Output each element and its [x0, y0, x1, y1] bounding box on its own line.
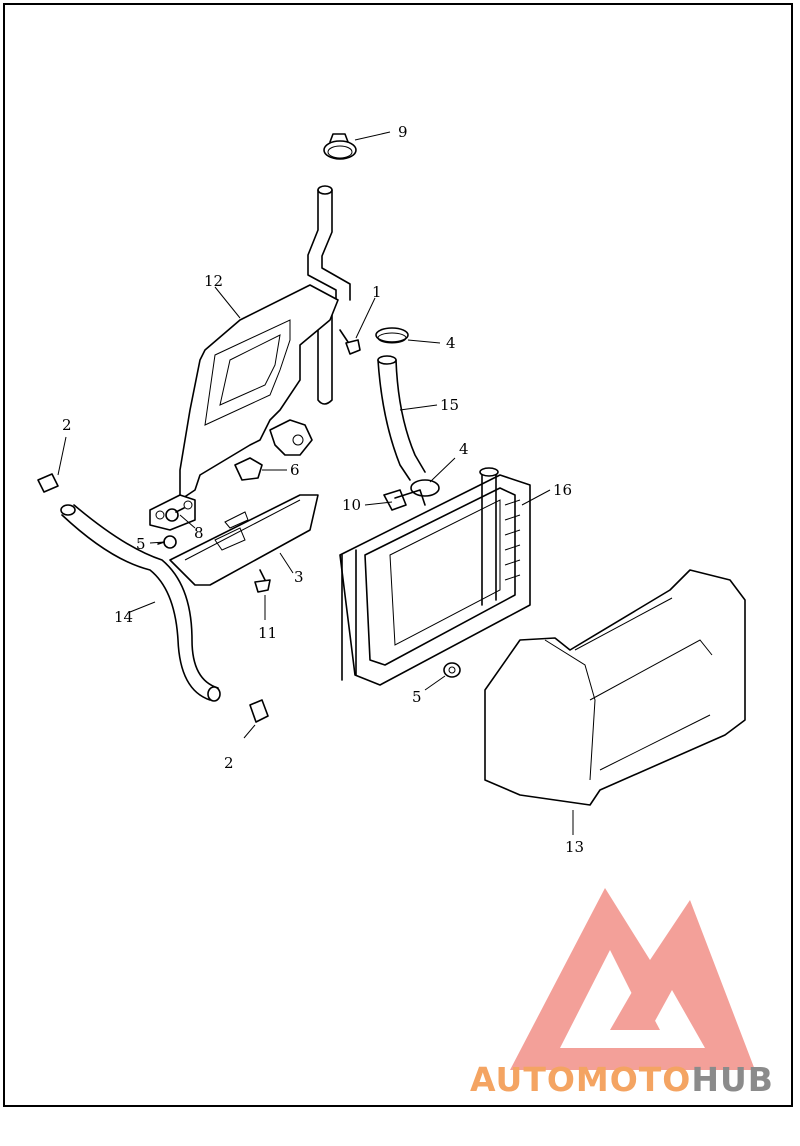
callout-8: 8 [194, 524, 204, 542]
callout-2-bottom: 2 [224, 754, 234, 772]
part-16-radiator [339, 467, 531, 686]
callout-4-bottom: 4 [459, 440, 469, 458]
watermark-auto: AUTO [470, 1060, 576, 1099]
part-13-cover [484, 569, 746, 806]
watermark-moto: MOTO [575, 1060, 692, 1099]
callout-4-top: 4 [446, 334, 456, 352]
callout-labels: 9 1 12 4 15 4 10 16 6 8 5 3 11 2 14 2 5 … [62, 123, 584, 856]
watermark-hub: HUB [691, 1060, 774, 1099]
callout-11: 11 [258, 624, 277, 642]
callout-6: 6 [290, 461, 300, 479]
part-1-bolt [339, 329, 361, 355]
part-4-clamp-bottom [410, 479, 440, 497]
part-4-clamp-top [375, 327, 409, 344]
callout-1: 1 [372, 283, 382, 301]
part-15-hose [377, 355, 426, 481]
callout-3: 3 [294, 568, 304, 586]
callout-15: 15 [440, 396, 459, 414]
callout-9: 9 [398, 123, 408, 141]
callout-10: 10 [342, 496, 361, 514]
part-12-tube [307, 185, 351, 405]
part-8-screw [165, 507, 185, 522]
part-5-washer-right [443, 662, 461, 678]
part-10-fitting [394, 489, 426, 506]
callout-2-top: 2 [62, 416, 72, 434]
callout-5-left: 5 [136, 535, 146, 553]
part-11-pin [254, 569, 271, 593]
part-2-cap-top [37, 473, 59, 493]
leader-lines [57, 131, 574, 835]
callout-16: 16 [553, 481, 572, 499]
callout-5-right: 5 [412, 688, 422, 706]
callout-13: 13 [565, 838, 584, 856]
part-12-bracket [149, 284, 339, 531]
part-9-clamp [323, 133, 357, 160]
part-5-screw-left [157, 535, 177, 549]
callout-12: 12 [204, 272, 223, 290]
part-14-hose [60, 504, 221, 702]
watermark-text: AUTOMOTOHUB [470, 1060, 774, 1099]
part-2-cap-bottom [249, 699, 269, 723]
callout-14: 14 [114, 608, 133, 626]
part-6-clip [234, 457, 263, 481]
watermark-logo-icon [510, 888, 755, 1070]
part-3-bracket [169, 494, 319, 586]
